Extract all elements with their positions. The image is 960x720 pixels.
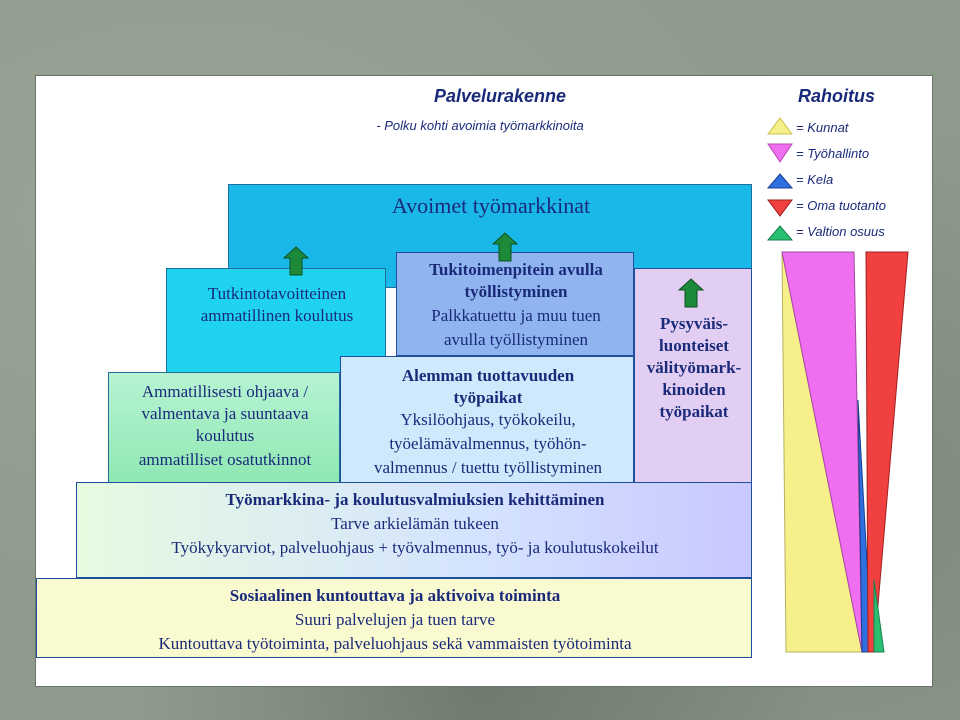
funding-bars: [781, 251, 909, 653]
triangle-down-icon: [767, 199, 793, 217]
box-alemman-line5: valmennus / tuettu työllistyminen: [373, 458, 603, 477]
legend-item-valtion-osuus: = Valtion osuus: [796, 224, 885, 239]
box-pysy-line1: Pysyväis-: [660, 314, 728, 333]
triangle-up-icon: [766, 225, 794, 241]
legend-item-kunnat: = Kunnat: [796, 120, 849, 135]
box-ammat-line1: Ammatillisesti ohjaava /: [141, 382, 309, 401]
box-pysy-line4: kinoiden: [662, 380, 726, 399]
box-alemman-line1: Alemman tuottavuuden: [401, 366, 575, 385]
box-avoimet-title: Avoimet työmarkkinat: [391, 193, 591, 218]
box-tyomarkkina-kehittaminen: Työmarkkina- ja koulutusvalmiuksien kehi…: [76, 482, 752, 578]
box-alemman-line4: työelämävalmennus, työhön-: [389, 434, 587, 453]
diagram-title: Palvelurakenne: [433, 86, 567, 106]
funding-oma-tuotanto-shape: [865, 251, 909, 653]
box-tutkinto-line1: Tutkintotavoitteinen: [207, 284, 347, 303]
legend-icons: [766, 117, 794, 241]
funding-tyohallinto-shape: [781, 251, 863, 653]
triangle-up-icon: [766, 173, 794, 189]
legend-item-tyohallinto: = Työhallinto: [796, 146, 870, 161]
box-alemman-line2: työpaikat: [453, 388, 523, 407]
box-sosiaal-line3: Kuntouttava työtoiminta, palveluohjaus s…: [158, 634, 632, 653]
box-tukito-line1: Tukitoimenpitein avulla: [429, 260, 603, 279]
box-tukito-line2: työllistyminen: [464, 282, 568, 301]
box-tyomark-line2: Tarve arkielämän tukeen: [331, 514, 499, 533]
box-ammat-line2: valmentava ja suuntaava: [141, 404, 309, 423]
box-sosiaalinen-kuntouttava: Sosiaalinen kuntouttava ja aktivoiva toi…: [36, 578, 752, 658]
triangle-down-icon: [767, 143, 793, 163]
box-ammat-line3: koulutus: [195, 426, 255, 445]
triangle-up-icon: [767, 117, 793, 135]
box-pysy-line2: luonteiset: [659, 336, 729, 355]
box-tyomark-line1: Työmarkkina- ja koulutusvalmiuksien kehi…: [225, 490, 605, 509]
box-sosiaal-line2: Suuri palvelujen ja tuen tarve: [294, 610, 496, 629]
box-alemman-line3: Yksilöohjaus, työkokeilu,: [400, 410, 576, 429]
box-ammatillisesti-ohjaava: Ammatillisesti ohjaava / valmentava ja s…: [108, 372, 340, 484]
arrow-up-icon: [492, 232, 518, 262]
arrow-up-icon: [283, 246, 309, 276]
box-ammat-line4: ammatilliset osatutkinnot: [138, 450, 312, 469]
box-tyomark-line3: Työkykyarviot, palveluohjaus + työvalmen…: [171, 538, 659, 557]
box-alemman-tuottavuuden: Alemman tuottavuuden työpaikat Yksilöohj…: [340, 356, 634, 484]
box-sosiaal-line1: Sosiaalinen kuntouttava ja aktivoiva toi…: [229, 586, 561, 605]
legend-title: Rahoitus: [798, 86, 876, 106]
diagram-subtitle: - Polku kohti avoimia työmarkkinoita: [376, 118, 584, 133]
box-pysy-line3: välityömark-: [646, 358, 742, 377]
funding-valtion-osuus-shape: [873, 579, 885, 653]
arrow-up-icon: [678, 278, 704, 308]
box-tukitoimenpitein: Tukitoimenpitein avulla työllistyminen P…: [396, 252, 634, 356]
box-tukito-line4: avulla työllistyminen: [443, 330, 588, 349]
legend-item-kela: = Kela: [796, 172, 834, 187]
box-pysy-line5: työpaikat: [659, 402, 729, 421]
legend-item-oma-tuotanto: = Oma tuotanto: [796, 198, 886, 213]
box-tukito-line3: Palkkatuettu ja muu tuen: [431, 306, 601, 325]
box-tutkinto-line2: ammatillinen koulutus: [200, 306, 354, 325]
